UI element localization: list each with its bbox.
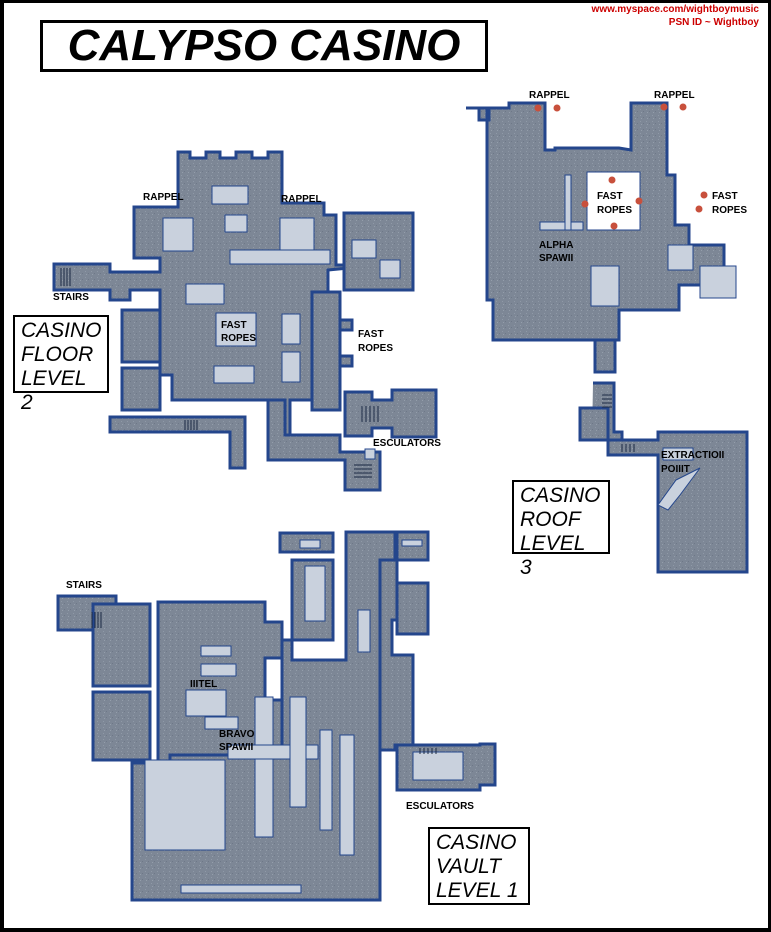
level-1-title-line2: VAULT: [436, 855, 501, 878]
level-2-rappel-left-label: RAPPEL: [143, 192, 184, 203]
map-title-box: CALYPSO CASINO: [40, 20, 488, 72]
map-features: [144, 171, 737, 894]
level-1-title-box: CASINO VAULT LEVEL 1: [428, 827, 530, 905]
level-2-stairs-label: STAIRS: [53, 292, 89, 303]
credit-url: www.myspace.com/wightboymusic: [591, 4, 759, 15]
level-2-fast-ropes-center-line2: ROPES: [221, 333, 257, 344]
level-1-bravo-spawn-line2: SPAWII: [219, 742, 254, 753]
level-2-escalators-label: ESCULATORS: [373, 438, 441, 449]
level-3-fast-ropes-center-line2: ROPES: [597, 205, 633, 216]
level-2-fast-ropes-right-line1: FAST: [358, 329, 384, 340]
level-3-fast-ropes-right-line1: FAST: [712, 191, 738, 202]
level-3-fast-ropes-right-line2: ROPES: [712, 205, 748, 216]
level-2-rappel-right-label: RAPPEL: [281, 194, 322, 205]
level-1-bravo-spawn-line1: BRAVO: [219, 729, 255, 740]
credit-psn: PSN ID ~ Wightboy: [668, 17, 759, 28]
level-3-alpha-spawn-line1: ALPHA: [539, 240, 574, 251]
level-3-alpha-spawn-line2: SPAWII: [539, 253, 574, 264]
rope-markers: [534, 103, 708, 230]
level-2-title-line1: CASINO: [21, 319, 102, 342]
level-3-rappel-left-label: RAPPEL: [529, 90, 570, 101]
level-2-title-box: CASINO FLOOR LEVEL 2: [13, 315, 109, 414]
level-3-rappel-right-label: RAPPEL: [654, 90, 695, 101]
level-3-title-line1: CASINO: [520, 484, 601, 507]
level-1-stairs-label: STAIRS: [66, 580, 102, 591]
stair-hatching: [60, 268, 635, 754]
level-3-extraction-line1: EXTRACTIOII: [661, 450, 725, 461]
level-1-intel-label: IIITEL: [190, 679, 218, 690]
map-title: CALYPSO CASINO: [67, 21, 461, 70]
level-2-fast-ropes-center-line1: FAST: [221, 320, 247, 331]
level-3-title-line3: LEVEL 3: [520, 532, 585, 579]
level-2-fast-ropes-right-line2: ROPES: [358, 343, 394, 354]
level-1-title-line1: CASINO: [436, 831, 517, 854]
level-1-escalators-label: ESCULATORS: [406, 801, 474, 812]
level-3-title-line2: ROOF: [520, 508, 581, 531]
level-2-title-line3: LEVEL 2: [21, 367, 86, 414]
level-3-title-box: CASINO ROOF LEVEL 3: [512, 480, 610, 579]
level-1-title-line3: LEVEL 1: [436, 879, 519, 902]
level-3-fast-ropes-center-line1: FAST: [597, 191, 623, 202]
level-2-title-line2: FLOOR: [21, 343, 94, 366]
level-3-extraction-line2: POIIIT: [661, 464, 690, 475]
